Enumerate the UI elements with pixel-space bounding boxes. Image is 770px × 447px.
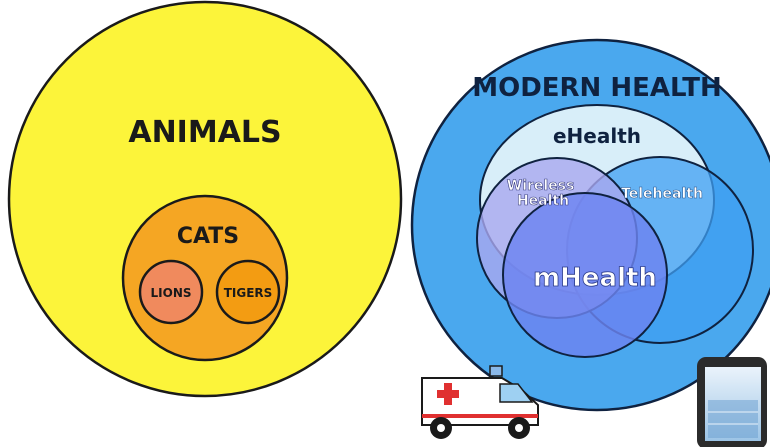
ehealth-label: eHealth — [553, 124, 641, 148]
mhealth-label: mHealth — [533, 263, 657, 293]
wireless-health-label: Wireless Health — [507, 178, 579, 209]
animals-venn: ANIMALS CATS LIONS TIGERS — [9, 2, 401, 396]
telehealth-label: Telehealth — [621, 186, 703, 202]
tablet-icon — [697, 357, 767, 447]
cats-label: CATS — [177, 224, 239, 249]
modern-health-label: MODERN HEALTH — [472, 73, 722, 103]
animals-label: ANIMALS — [128, 115, 281, 150]
tigers-label: TIGERS — [224, 286, 273, 300]
lions-label: LIONS — [151, 286, 192, 300]
modern-health-venn: MODERN HEALTH eHealth Wireless Health Te… — [412, 40, 770, 410]
